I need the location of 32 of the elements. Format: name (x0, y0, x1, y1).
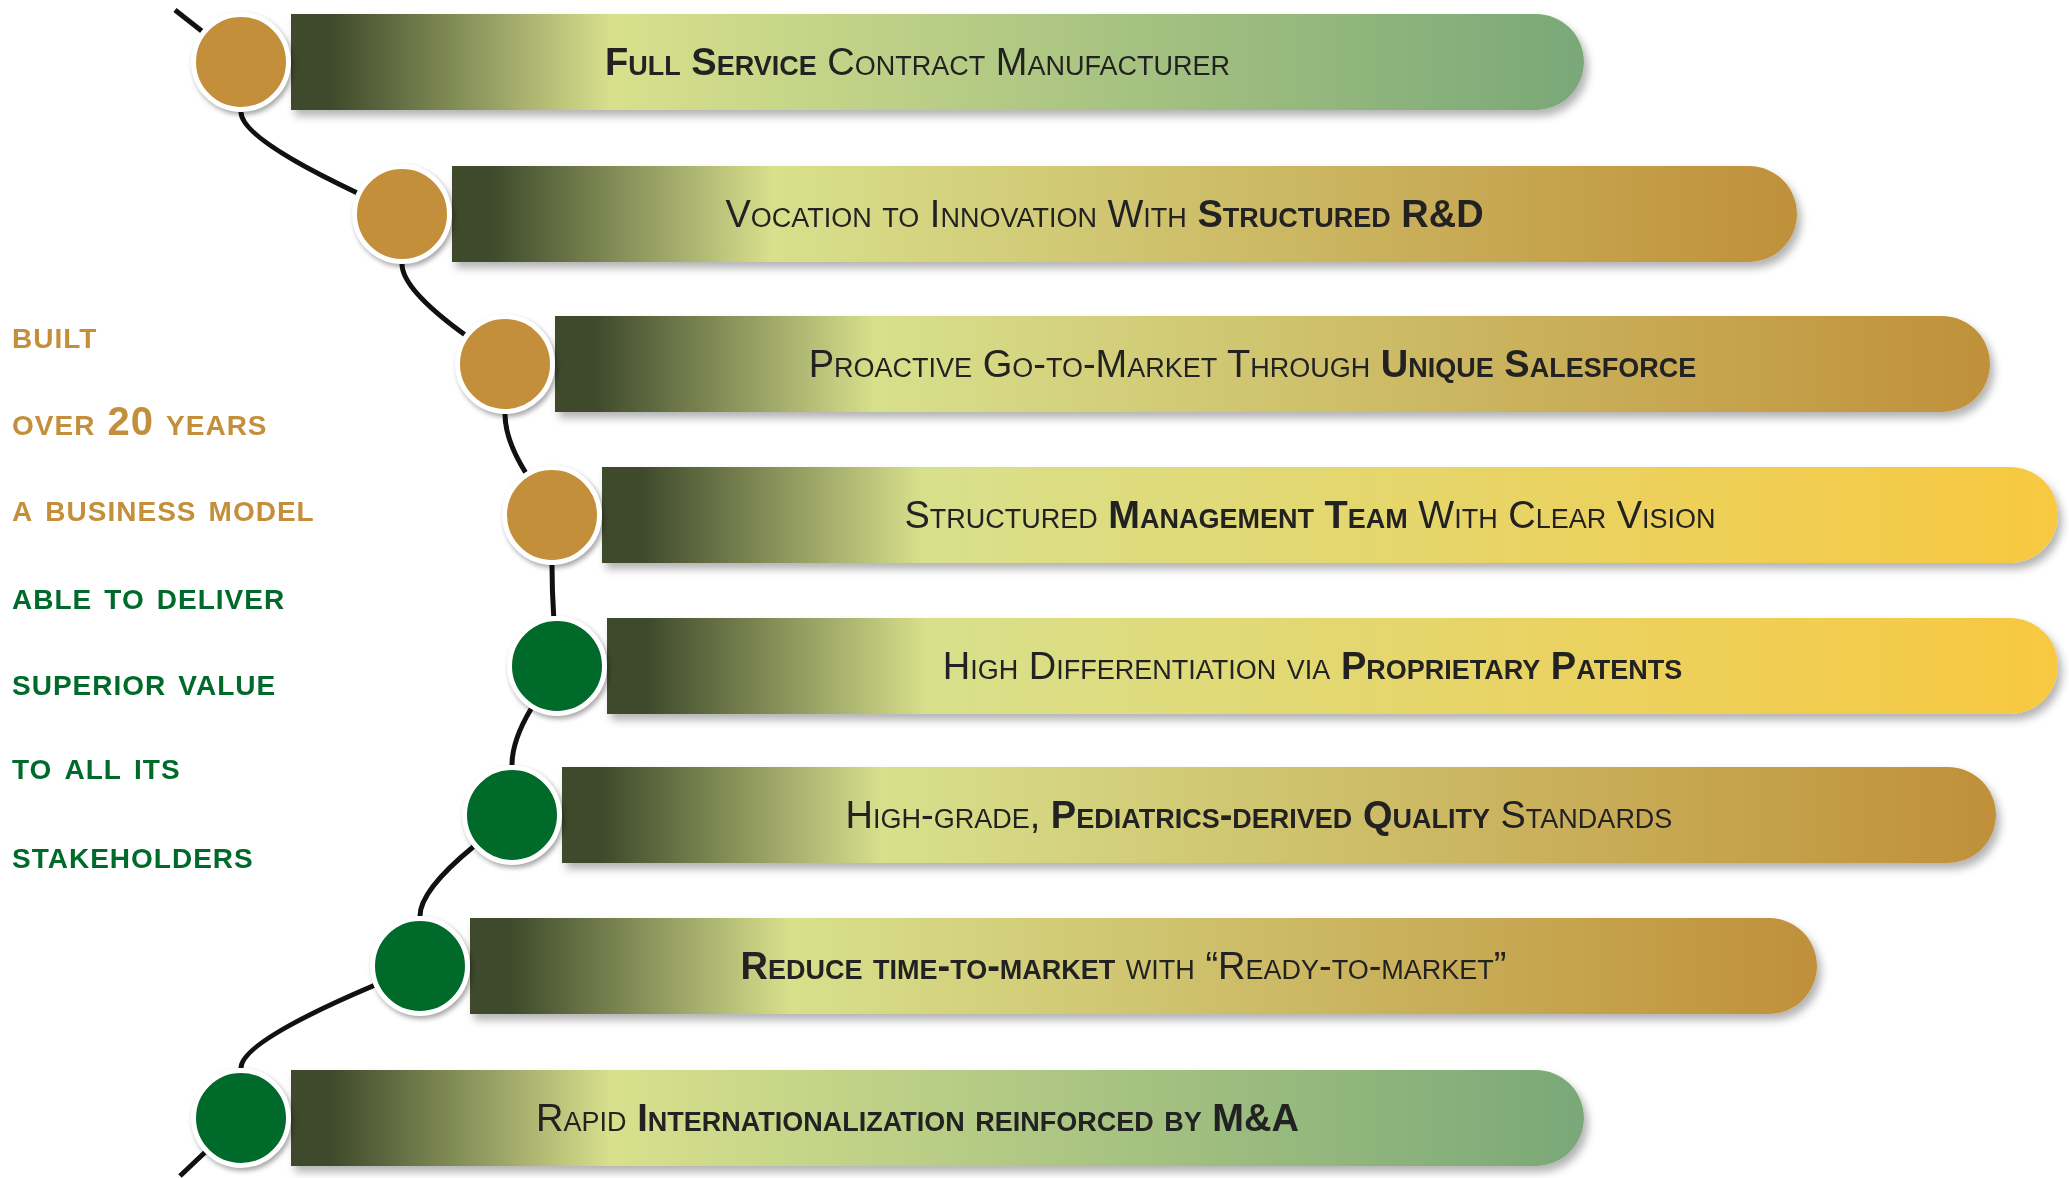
bar-text: Rapid Internationalization reinforced by M&A (535, 1096, 1300, 1140)
connector-line (238, 983, 375, 1069)
connector-line (502, 413, 528, 474)
banner-bar (602, 467, 2058, 563)
side-text: over 20 years (12, 398, 268, 445)
banner-bar (291, 1070, 1584, 1166)
side-text: stakeholders (12, 831, 254, 878)
banner-bar (555, 316, 1990, 412)
banner-bar (607, 618, 2058, 714)
side-text: to all its (12, 742, 181, 789)
bar-text: Vocation to Innovation With Structured R&D (724, 192, 1485, 236)
banner-bar (452, 166, 1797, 262)
connector-line (549, 565, 557, 617)
side-text: able to deliver (12, 572, 286, 619)
side-text: built (12, 311, 98, 358)
connector-line (399, 263, 467, 337)
bar-text: High Differentiation via Proprietary Patents (941, 644, 1684, 688)
connector-line (173, 8, 204, 34)
connector-line (238, 111, 358, 195)
banner-bar (562, 767, 1996, 863)
banner-bar (470, 918, 1817, 1014)
connector-line (509, 707, 534, 766)
connector-line (178, 1150, 207, 1178)
banner-bar (291, 14, 1584, 110)
bar-text: Full Service Contract Manufacturer (604, 40, 1231, 84)
bar-text: Proactive Go-to-Market Through Unique Salesforce (807, 342, 1698, 386)
bar-text: Reduce time-to-market with “Ready-to-market” (739, 944, 1508, 988)
connector-line (417, 844, 475, 917)
side-text: a business model (12, 484, 315, 531)
side-text: superior value (12, 658, 277, 705)
bar-text: High-grade, Pediatrics-derived Quality Standards (844, 793, 1674, 837)
bar-text: Structured Management Team With Clear Vision (903, 493, 1717, 537)
